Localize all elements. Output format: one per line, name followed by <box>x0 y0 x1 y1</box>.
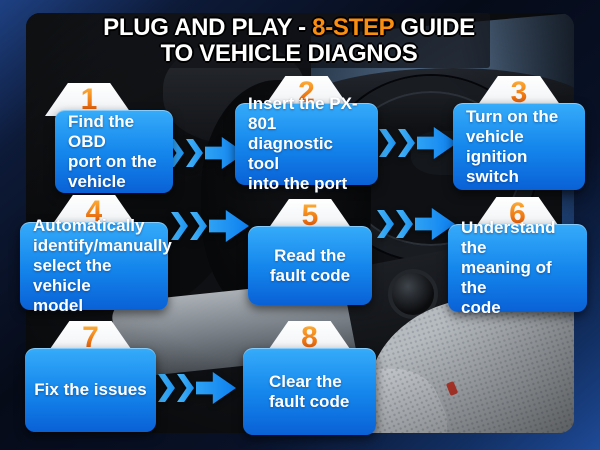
step-7-box: Fix the issues <box>25 348 156 432</box>
chevron-icon <box>186 139 203 167</box>
step-8: 8 Clear the fault code <box>243 321 376 435</box>
step-4-number: 4 <box>85 195 103 228</box>
step-8-text: Clear the fault code <box>269 371 350 411</box>
step-6-number: 6 <box>509 197 526 230</box>
step-5-number: 5 <box>301 199 319 232</box>
step-4-text: Automatically identify/manually select t… <box>33 216 172 315</box>
step-7-number: 7 <box>82 321 99 354</box>
step-6-text: Understand the meaning of the code <box>461 218 556 317</box>
chevron-icon <box>158 374 175 402</box>
step-1-text: Find the OBD port on the vehicle <box>68 111 157 191</box>
chevron-icon <box>398 129 415 157</box>
step-7: 7 Fix the issues <box>25 321 156 432</box>
step-2-box: Insert the PX-801 diagnostic tool into t… <box>235 94 378 193</box>
step-3: 3 Turn on the vehicle ignition switch <box>453 76 585 190</box>
title-part-1: PLUG AND PLAY - <box>103 13 313 41</box>
arrow-right-icon <box>209 210 249 242</box>
step-4: 4 Automatically identify/manually select… <box>20 195 172 315</box>
title-part-2: GUIDE <box>393 13 475 41</box>
step-3-box: Turn on the vehicle ignition switch <box>453 103 585 190</box>
arrow-step5-to-step6 <box>377 208 455 240</box>
step-1-number: 1 <box>80 83 98 116</box>
arrow-step7-to-step8 <box>158 372 236 404</box>
chevron-icon <box>171 212 188 240</box>
arrow-step2-to-step3 <box>379 127 457 159</box>
chevron-icon <box>190 212 207 240</box>
step-6-box: Understand the meaning of the code <box>448 218 587 317</box>
step-6: 6 Understand the meaning of the code <box>448 197 587 317</box>
arrow-step4-to-step5 <box>171 210 249 242</box>
step-3-text: Turn on the vehicle ignition switch <box>466 106 559 186</box>
title-line-2: TO VEHICLE DIAGNOS <box>160 39 418 67</box>
title-banner: PLUG AND PLAY - 8-STEP GUIDE TO VEHICLE … <box>88 13 490 68</box>
step-1: 1 Find the OBD port on the vehicle <box>45 83 173 193</box>
step-1-box: Find the OBD port on the vehicle <box>55 110 173 193</box>
arrow-right-icon <box>417 127 457 159</box>
step-5-box: Read the fault code <box>248 226 372 305</box>
arrow-right-icon <box>196 372 236 404</box>
title-highlight: 8-STEP <box>312 13 394 41</box>
step-4-box: Automatically identify/manually select t… <box>20 216 172 315</box>
title-line-1: PLUG AND PLAY - 8-STEP GUIDE <box>103 13 475 41</box>
arrow-step1-to-step2 <box>167 137 245 169</box>
step-5: 5 Read the fault code <box>248 199 372 305</box>
chevron-icon <box>396 210 413 238</box>
chevron-icon <box>377 210 394 238</box>
step-2-number: 2 <box>298 76 315 109</box>
step-2: 2 Insert the PX-801 diagnostic tool into… <box>235 76 378 193</box>
step-2-text: Insert the PX-801 diagnostic tool into t… <box>248 94 358 193</box>
step-7-text: Fix the issues <box>34 380 147 399</box>
step-8-number: 8 <box>301 321 318 354</box>
step-5-text: Read the fault code <box>269 245 351 285</box>
chevron-icon <box>177 374 194 402</box>
step-3-number: 3 <box>510 76 528 109</box>
step-8-box: Clear the fault code <box>243 348 376 435</box>
chevron-icon <box>379 129 396 157</box>
